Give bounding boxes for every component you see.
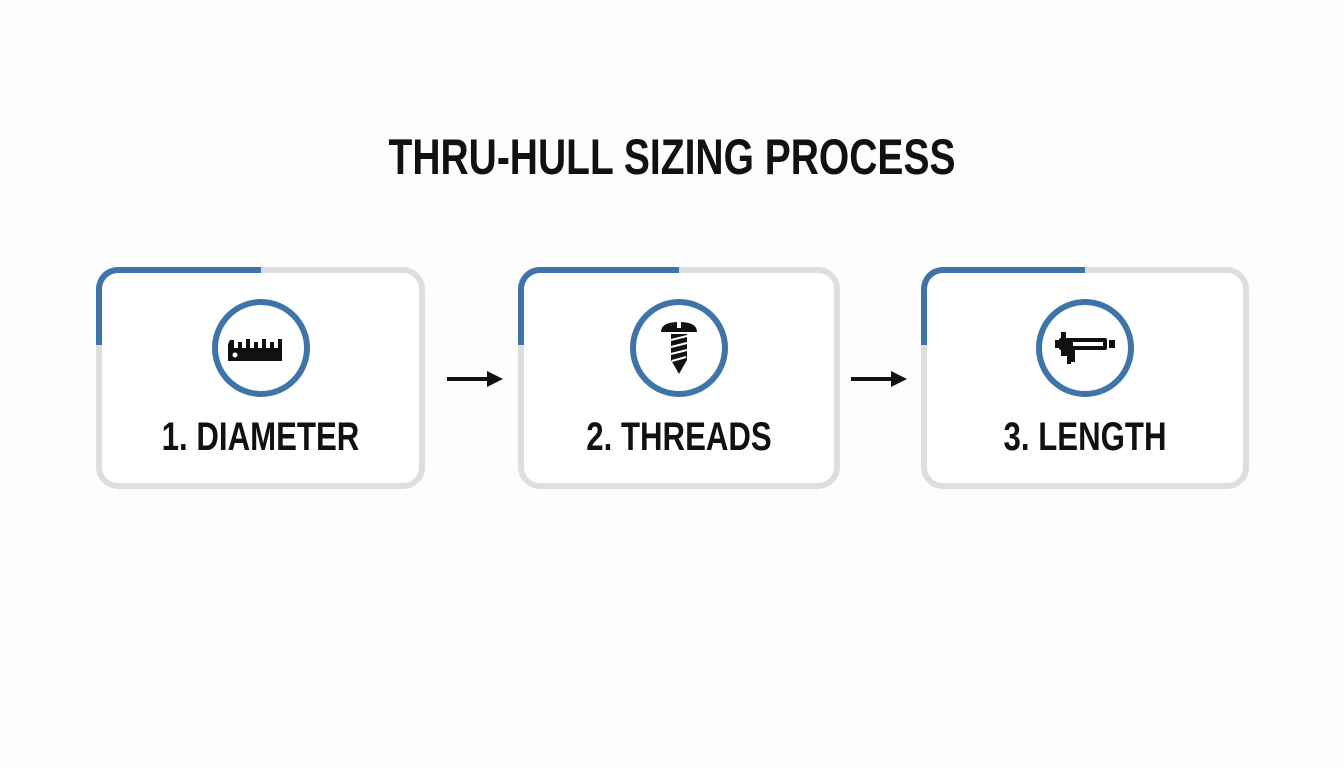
accent-border bbox=[921, 267, 1085, 345]
step-label: 1. DIAMETER bbox=[161, 415, 360, 459]
step-card-diameter: 1. DIAMETER bbox=[96, 267, 425, 489]
ruler-icon bbox=[227, 339, 282, 361]
icon-circle bbox=[1036, 299, 1134, 397]
caliper-icon bbox=[1055, 332, 1115, 364]
accent-border bbox=[518, 267, 679, 345]
screw-icon bbox=[661, 322, 697, 374]
arrow-right-icon bbox=[851, 371, 907, 387]
icon-circle bbox=[630, 299, 728, 397]
accent-border bbox=[96, 267, 261, 345]
arrow-right-icon bbox=[447, 371, 503, 387]
icon-circle bbox=[211, 299, 310, 397]
step-label: 3. LENGTH bbox=[1003, 415, 1167, 459]
diagram-title: THRU-HULL SIZING PROCESS bbox=[388, 129, 956, 185]
step-label: 2. THREADS bbox=[586, 415, 772, 459]
step-card-threads: 2. THREADS bbox=[518, 267, 840, 489]
step-card-length: 3. LENGTH bbox=[921, 267, 1249, 489]
